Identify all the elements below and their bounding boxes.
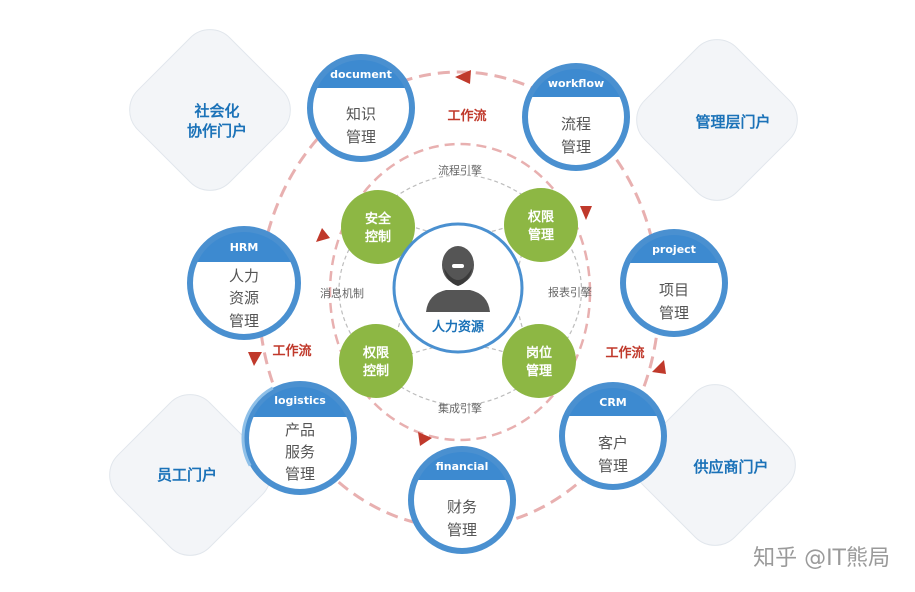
hrm-line2: 资源: [229, 289, 259, 307]
module-logistics: logistics 产品 服务 管理: [241, 379, 359, 497]
workflow-header: workflow: [548, 77, 604, 90]
supplier-portal-label: 供应商门户: [692, 458, 768, 476]
arrow-icon-right-upper: [580, 206, 592, 220]
workflow-label-right: 工作流: [605, 345, 644, 361]
management-portal-label: 管理层门户: [695, 113, 770, 131]
portal-backgrounds: [109, 29, 798, 556]
module-project: project 项目 管理: [620, 229, 728, 337]
flow-engine-label: 流程引擎: [438, 163, 482, 177]
workflow-line1: 流程: [561, 115, 591, 133]
arrow-icon-bottom: [418, 432, 432, 446]
message-mechanism-label: 消息机制: [320, 286, 364, 300]
document-line1: 知识: [346, 105, 376, 123]
perm-bottom-line2: 控制: [363, 363, 389, 379]
financial-header: financial: [436, 460, 489, 473]
supplier-portal-shape: [634, 384, 796, 546]
social-portal-line2: 协作门户: [187, 122, 247, 140]
employee-portal-shape: [109, 394, 271, 556]
project-line1: 项目: [659, 281, 689, 299]
core-permission-bottom: 权限 控制: [339, 324, 413, 398]
center-hr: 人力资源: [392, 222, 524, 354]
post-line1: 岗位: [526, 345, 552, 361]
workflow-label-top: 工作流: [447, 108, 486, 124]
logistics-line3: 管理: [285, 465, 315, 483]
logistics-line1: 产品: [285, 421, 315, 439]
hrm-header: HRM: [230, 241, 259, 254]
perm-bottom-line1: 权限: [362, 345, 390, 361]
module-document: document 知识 管理: [307, 54, 415, 162]
safety-line2: 控制: [365, 229, 391, 245]
project-header: project: [652, 243, 696, 256]
social-portal-shape: [129, 29, 291, 191]
hrm-line1: 人力: [229, 267, 259, 285]
module-financial: financial 财务 管理: [408, 446, 516, 554]
arrow-icon-top: [455, 70, 471, 84]
perm-top-line2: 管理: [528, 227, 554, 243]
module-crm: CRM 客户 管理: [559, 382, 667, 490]
project-line2: 管理: [659, 304, 689, 322]
workflow-label-left: 工作流: [272, 343, 311, 359]
module-workflow: workflow 流程 管理: [522, 63, 630, 171]
document-header: document: [330, 68, 392, 81]
employee-portal-label: 员工门户: [157, 466, 217, 484]
logistics-header: logistics: [274, 394, 326, 407]
core-safety: 安全 控制: [341, 190, 415, 264]
workflow-line2: 管理: [561, 138, 591, 156]
financial-line2: 管理: [447, 521, 477, 539]
watermark: 知乎 @IT熊局: [753, 546, 890, 571]
core-permission-top: 权限 管理: [504, 188, 578, 262]
document-line2: 管理: [346, 128, 376, 146]
crm-line1: 客户: [598, 434, 628, 452]
center-label: 人力资源: [432, 319, 484, 335]
crm-line2: 管理: [598, 457, 628, 475]
crm-header: CRM: [599, 396, 627, 409]
person-icon: [426, 246, 490, 312]
arrow-icon-right-lower: [652, 360, 666, 374]
post-line2: 管理: [526, 363, 552, 379]
core-post: 岗位 管理: [502, 324, 576, 398]
module-hrm: HRM 人力 资源 管理: [187, 226, 301, 340]
logistics-line2: 服务: [285, 443, 315, 461]
safety-line1: 安全: [365, 211, 392, 227]
arrow-icon-left-lower: [248, 352, 262, 366]
perm-top-line1: 权限: [527, 209, 555, 225]
financial-line1: 财务: [447, 498, 477, 516]
inner-dashed-ring: [328, 142, 592, 442]
arrow-icon-left-upper: [316, 228, 330, 242]
integration-engine-label: 集成引擎: [438, 401, 482, 415]
social-portal-line1: 社会化: [193, 102, 239, 120]
management-portal-shape: [636, 39, 798, 201]
hrm-line3: 管理: [229, 312, 259, 330]
report-engine-label: 报表引擎: [548, 285, 592, 299]
